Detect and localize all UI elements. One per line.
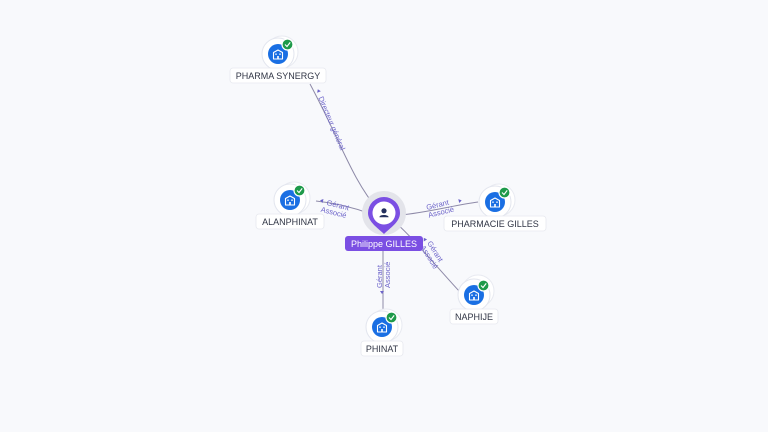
person-icon bbox=[379, 208, 389, 218]
check-badge-icon bbox=[477, 279, 490, 292]
check-badge-icon bbox=[293, 184, 306, 197]
company-node-pharma-synergy[interactable]: PHARMA SYNERGY bbox=[229, 35, 327, 84]
edge-label-phinat-1: Gérant bbox=[375, 264, 384, 288]
company-node-alanphinat[interactable]: ALANPHINAT bbox=[255, 181, 325, 230]
person-node[interactable]: Philippe GILLES bbox=[345, 191, 423, 251]
edge-label-pharma-synergy: Directeur général bbox=[316, 95, 347, 152]
company-label: PHINAT bbox=[366, 344, 399, 354]
company-label: NAPHIJE bbox=[455, 312, 493, 322]
edge-naphije bbox=[394, 221, 461, 293]
edge-labels: Directeur général Gérant Associé Gérant … bbox=[316, 89, 462, 294]
company-node-pharmacie-gilles[interactable]: PHARMACIE GILLES bbox=[443, 183, 547, 232]
company-label: ALANPHINAT bbox=[262, 217, 318, 227]
company-label: PHARMACIE GILLES bbox=[451, 219, 539, 229]
company-node-phinat[interactable]: PHINAT bbox=[360, 308, 404, 357]
check-badge-icon bbox=[498, 186, 511, 199]
edge-label-phinat-2: Associé bbox=[383, 262, 392, 288]
check-badge-icon bbox=[385, 311, 398, 324]
company-node-naphije[interactable]: NAPHIJE bbox=[449, 274, 499, 325]
person-label-bg bbox=[345, 236, 423, 251]
company-label: PHARMA SYNERGY bbox=[236, 71, 321, 81]
person-label: Philippe GILLES bbox=[351, 239, 417, 249]
edge-pharmacie-gilles bbox=[399, 201, 479, 216]
check-badge-icon bbox=[281, 38, 294, 51]
